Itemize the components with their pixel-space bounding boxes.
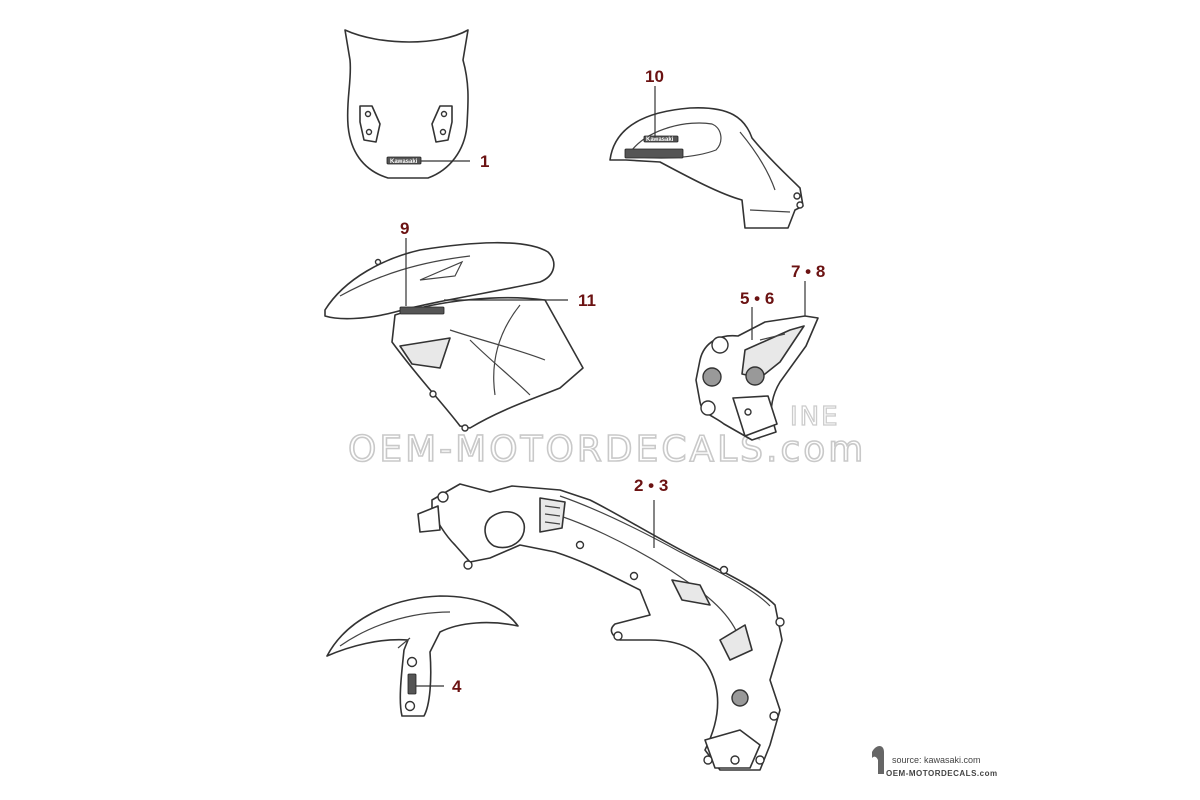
frame-part bbox=[417, 483, 785, 771]
watermark-suffix-text: INE bbox=[790, 402, 840, 432]
callout-1: 1 bbox=[480, 152, 489, 171]
watermark-main-text: OEM-MOTORDECALS.com bbox=[348, 429, 866, 470]
windscreen-decal-text: Kawasaki bbox=[390, 159, 418, 165]
rear-set-bracket-part bbox=[695, 315, 819, 441]
tank-decal bbox=[643, 135, 679, 143]
front-fender-part bbox=[326, 595, 519, 717]
fuel-tank-part: Kawasaki bbox=[609, 107, 804, 229]
callout-9: 9 bbox=[400, 219, 409, 238]
watermark: OEM-MOTORDECALS.com INE bbox=[347, 401, 866, 470]
callout-5-6: 5 • 6 bbox=[740, 289, 774, 308]
source-credit: source: kawasaki.com OEM-MOTORDECALS.com bbox=[872, 746, 998, 778]
callout-7-8: 7 • 8 bbox=[791, 262, 825, 281]
fender-decal bbox=[407, 673, 417, 695]
tank-decal-text: Kawasaki bbox=[646, 137, 674, 143]
source-brand: OEM-MOTORDECALS.com bbox=[886, 769, 998, 778]
callout-11: 11 bbox=[578, 291, 596, 310]
source-logo-icon bbox=[872, 746, 884, 774]
tank-decal-strip bbox=[624, 148, 684, 159]
side-fairing-part bbox=[324, 241, 584, 432]
source-label: source: kawasaki.com bbox=[892, 755, 981, 765]
callout-10: 10 bbox=[645, 67, 664, 86]
callout-4: 4 bbox=[452, 677, 462, 696]
windscreen-part: Kawasaki bbox=[344, 29, 469, 179]
callout-2-3: 2 • 3 bbox=[634, 476, 668, 495]
fairing-decal bbox=[399, 306, 445, 315]
